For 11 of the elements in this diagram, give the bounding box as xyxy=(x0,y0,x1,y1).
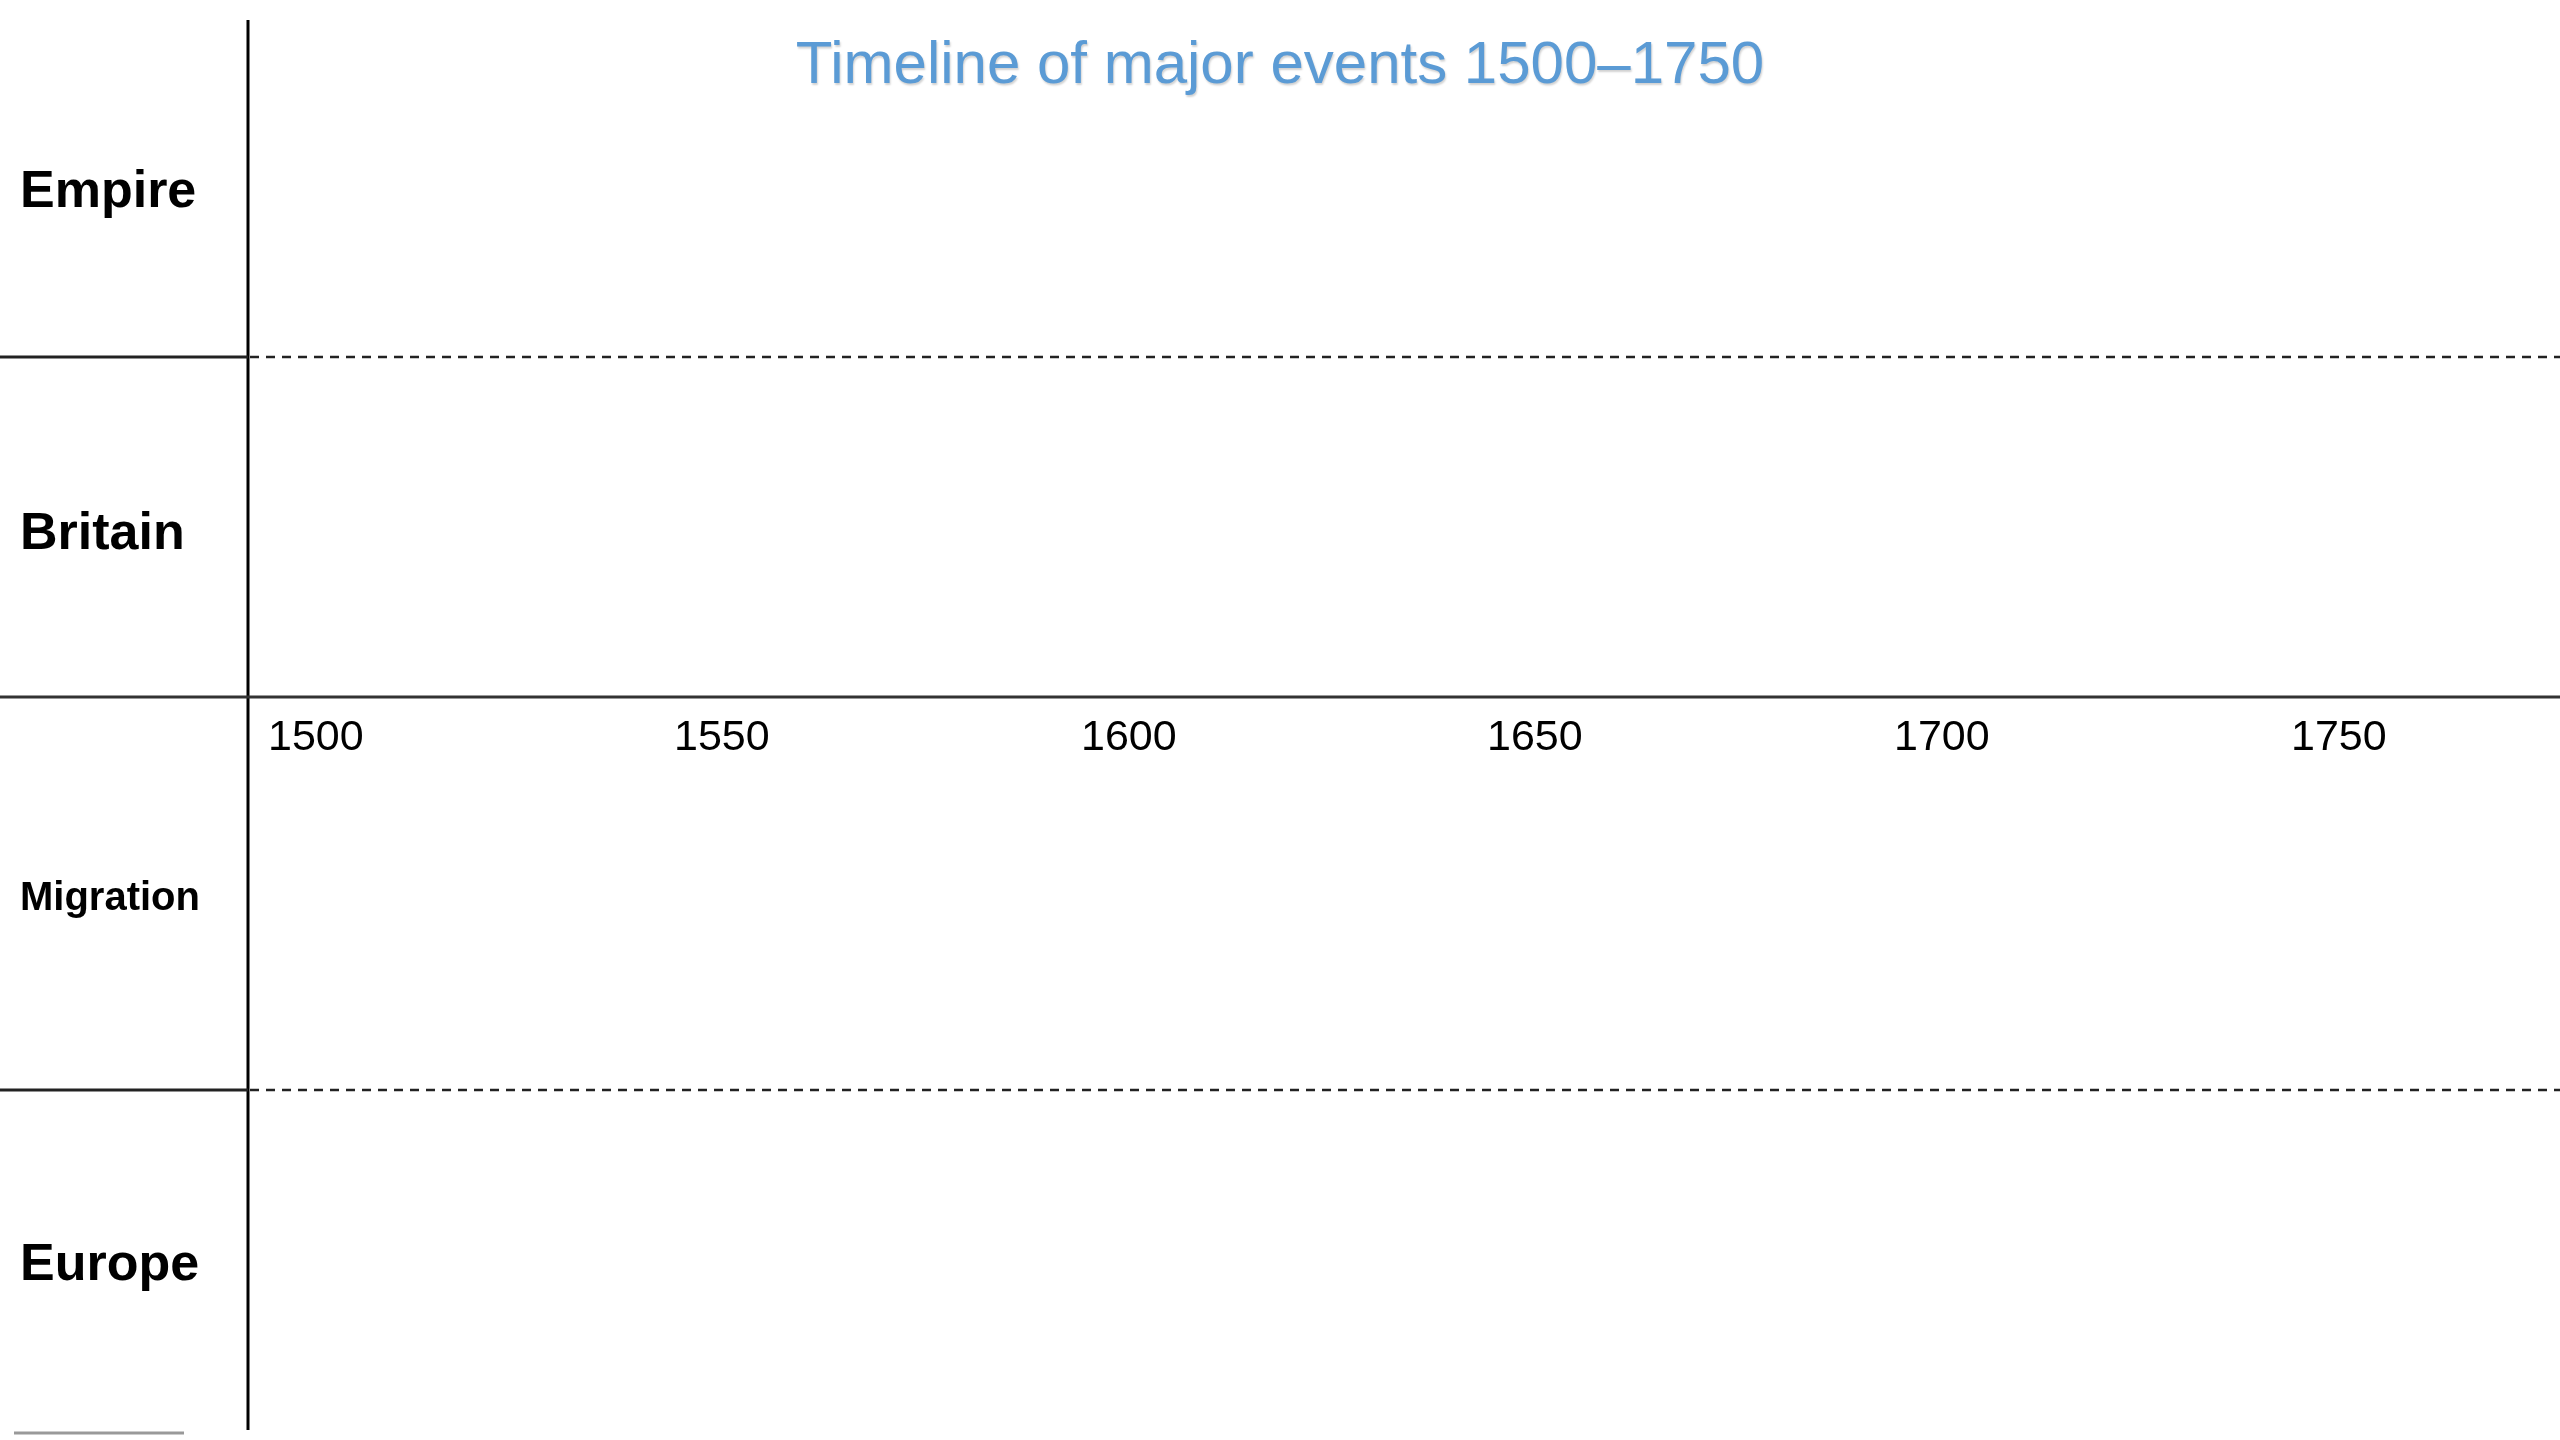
row-header: Migration xyxy=(20,873,200,919)
row-header: Europe xyxy=(20,1233,200,1293)
title-text: Timeline of major events 1500–1750 xyxy=(795,28,1765,96)
year-label: 1600 xyxy=(1081,711,1177,761)
year-label: 1550 xyxy=(674,711,770,761)
year-label: 1750 xyxy=(2291,711,2387,761)
row-header: Empire xyxy=(20,160,197,220)
year-label: 1700 xyxy=(1894,711,1990,761)
row-header: Britain xyxy=(20,502,185,562)
year-label: 1650 xyxy=(1487,711,1583,761)
year-label: 1500 xyxy=(268,711,364,761)
